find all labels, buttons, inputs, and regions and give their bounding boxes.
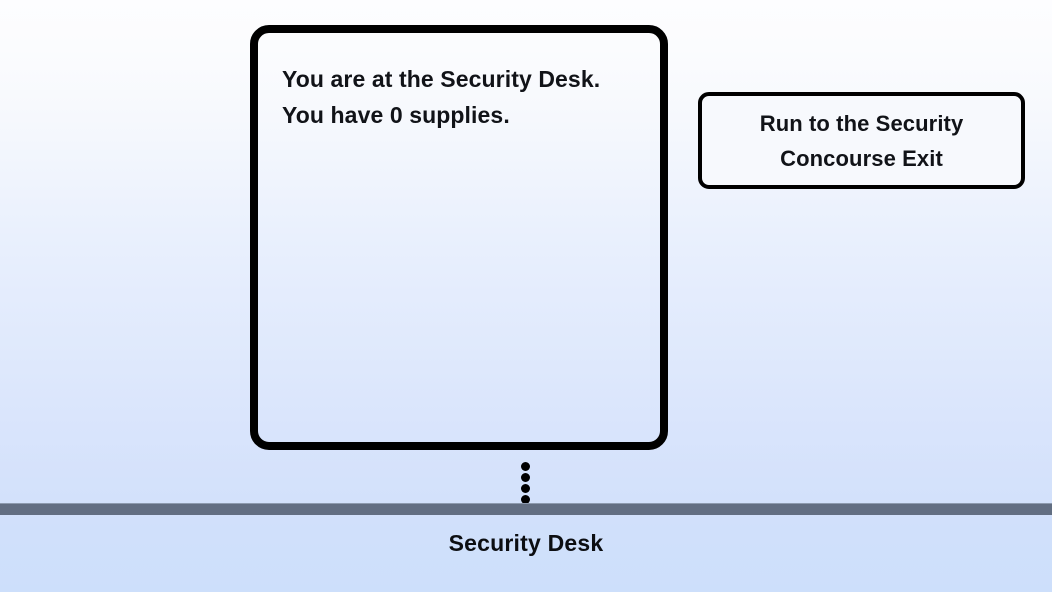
action-button-label-line-1: Run to the Security [759,110,964,136]
action-button-label-line-2: Concourse Exit [780,145,943,171]
location-name-label: Security Desk [448,530,604,556]
run-to-security-concourse-exit-button[interactable]: Run to the Security Concourse Exit [698,92,1025,189]
connector-dot-3 [521,484,530,493]
connector-dot-column [521,462,530,506]
ground-divider-bar [0,503,1052,515]
connector-dot-2 [521,473,530,482]
story-line-2: You have 0 supplies. [282,102,510,128]
story-line-1: You are at the Security Desk. [282,66,601,92]
action-button-label-group: Run to the Security Concourse Exit [760,106,964,176]
connector-dot-1 [521,462,530,471]
story-text-panel: You are at the Security Desk. You have 0… [250,25,668,450]
panel-ground-connector [0,458,1052,504]
